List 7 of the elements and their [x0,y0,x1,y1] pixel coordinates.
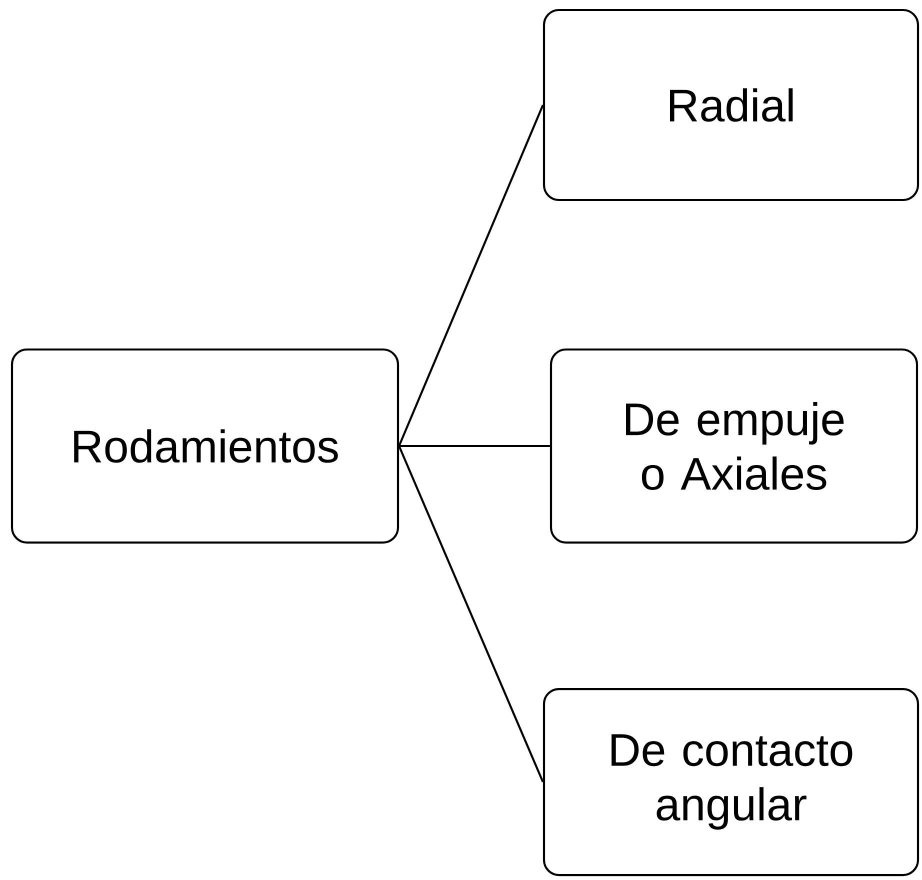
connector-line [398,446,544,782]
box: Rodamientos [10,348,400,544]
connector-line [398,104,544,446]
connector-line [399,444,550,448]
box: De contacto angular [542,688,920,876]
box: De empuje o Axiales [550,348,918,544]
box: Radial [542,8,920,202]
